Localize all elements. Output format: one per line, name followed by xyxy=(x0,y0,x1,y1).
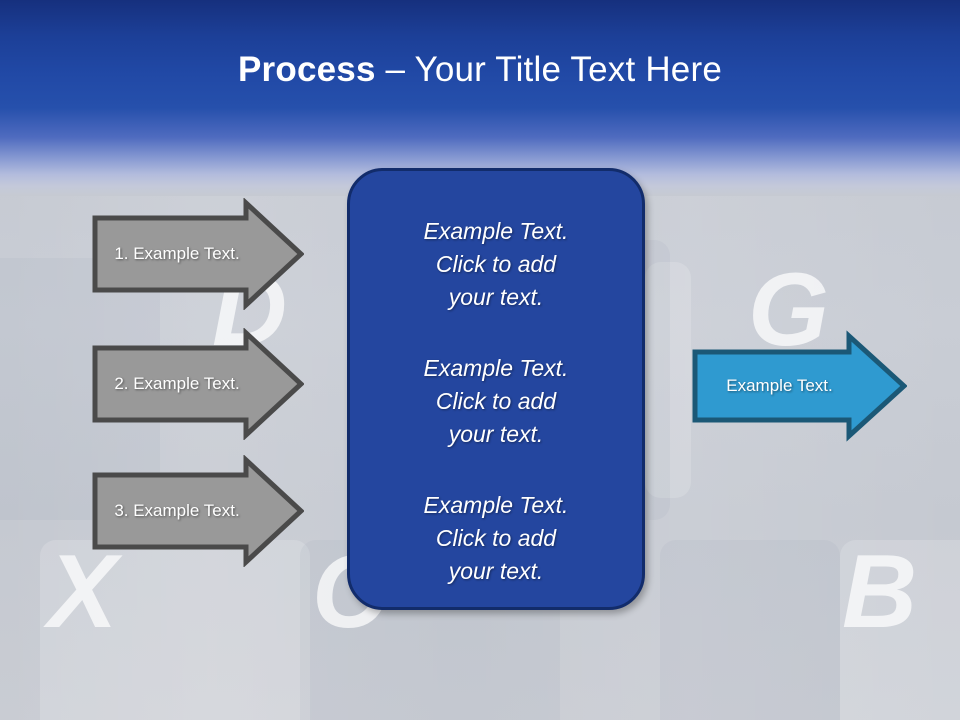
center-text-block-3-line-1: Example Text. xyxy=(423,492,569,518)
center-text-block-2-line-2: Click to add xyxy=(435,388,557,414)
page-title-rest: – Your Title Text Here xyxy=(375,50,722,89)
center-content-box[interactable]: Example Text. Click to add your text. Ex… xyxy=(347,168,645,610)
center-text-block-1: Example Text. Click to add your text. xyxy=(381,215,611,314)
page-title-bold: Process xyxy=(238,50,376,89)
center-text-block-2: Example Text. Click to add your text. xyxy=(381,352,611,451)
center-text-block-3-line-2: Click to add xyxy=(435,525,557,551)
input-arrow-2[interactable]: 2. Example Text. xyxy=(92,328,304,440)
center-text-block-3-line-3: your text. xyxy=(448,558,544,584)
center-text-block-1-line-1: Example Text. xyxy=(423,218,569,244)
background-panel-5 xyxy=(660,540,840,720)
arrow-shape-icon xyxy=(692,330,907,442)
center-text-block-2-line-3: your text. xyxy=(448,421,544,447)
header-band xyxy=(0,0,960,196)
arrow-shape-icon xyxy=(92,198,304,310)
center-text-block-1-line-3: your text. xyxy=(448,284,544,310)
arrow-shape-icon xyxy=(92,455,304,567)
input-arrow-1[interactable]: 1. Example Text. xyxy=(92,198,304,310)
arrow-shape-icon xyxy=(92,328,304,440)
background-panel-4 xyxy=(645,262,691,498)
watermark-letter-g: G xyxy=(748,252,829,368)
background-panel-2 xyxy=(40,540,310,720)
output-arrow[interactable]: Example Text. xyxy=(692,330,907,442)
center-text-stack: Example Text. Click to add your text. Ex… xyxy=(350,215,642,588)
watermark-letter-b: B xyxy=(842,534,918,650)
center-text-block-3: Example Text. Click to add your text. xyxy=(381,489,611,588)
watermark-letter-x: X xyxy=(48,534,118,650)
center-text-block-2-line-1: Example Text. xyxy=(423,355,569,381)
background-panel-6 xyxy=(840,540,960,720)
center-text-block-1-line-2: Click to add xyxy=(435,251,557,277)
page-title: Process – Your Title Text Here xyxy=(0,48,960,92)
input-arrow-3[interactable]: 3. Example Text. xyxy=(92,455,304,567)
